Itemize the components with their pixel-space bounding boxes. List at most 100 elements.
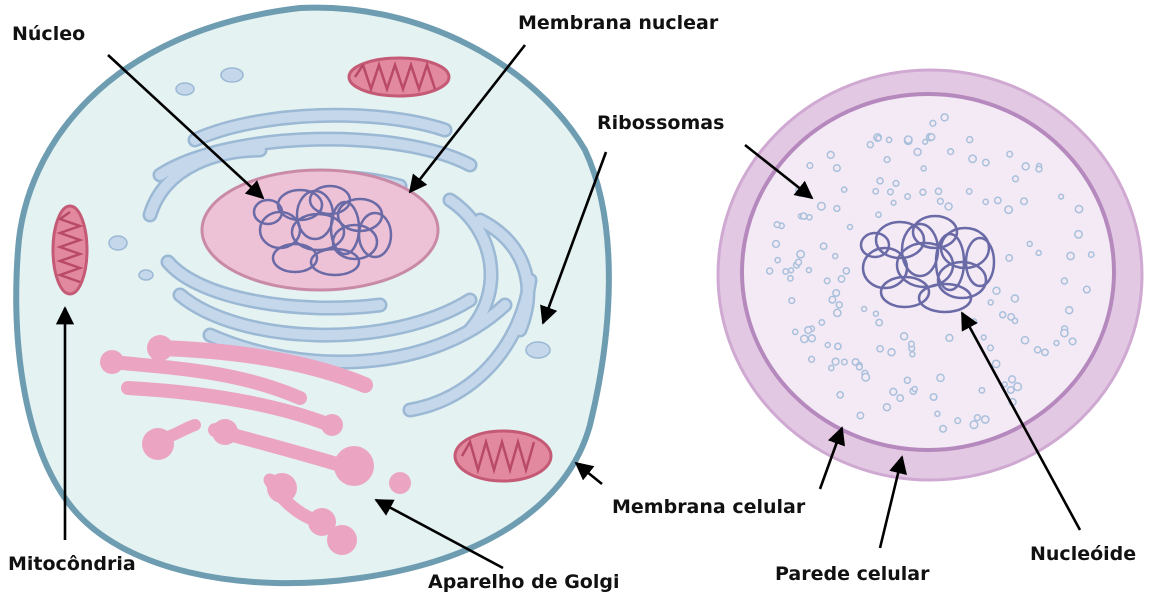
ribosome-dot xyxy=(983,159,989,165)
ribosome-dot xyxy=(829,296,836,303)
ribosome-dot xyxy=(967,189,972,194)
ribosome-dot xyxy=(842,359,848,365)
ribosome-dot xyxy=(935,411,940,416)
ribosome-dot xyxy=(857,412,863,418)
label-nucleo: Núcleo xyxy=(12,25,85,44)
ribosome-dot xyxy=(975,415,981,421)
ribosome-dot xyxy=(891,200,896,205)
ribosome-dot xyxy=(838,276,844,282)
ribosome-dot xyxy=(1022,163,1029,170)
ribosome-dot xyxy=(827,152,834,159)
ribosome-dot xyxy=(797,251,804,258)
ribosome-dot xyxy=(843,268,849,274)
ribosome-dot xyxy=(890,388,897,395)
ribosome-dot xyxy=(941,114,948,121)
ribosome-dot xyxy=(834,309,841,316)
ribosome-dot xyxy=(979,388,984,393)
ribosome-dot xyxy=(820,243,826,249)
ribosome-dot xyxy=(836,302,842,308)
mitochondrion-bottom xyxy=(455,431,551,481)
ribosome-dot xyxy=(921,166,926,171)
ribosome-dot xyxy=(834,165,841,172)
ribosome-dot xyxy=(835,343,841,349)
label-parede-celular: Parede celular xyxy=(775,565,930,584)
ribosome-dot xyxy=(876,319,882,325)
eukaryotic-cell xyxy=(16,8,609,584)
ribosome-dot xyxy=(1005,206,1012,213)
ribosome-dot xyxy=(1008,314,1014,320)
ribosome-dot xyxy=(1067,252,1074,259)
ribosome-dot xyxy=(1027,241,1032,246)
ribosome-dot xyxy=(971,319,976,324)
ribosome-dot xyxy=(955,418,961,424)
ribosome-dot xyxy=(1009,376,1016,383)
ribosome-dot xyxy=(877,346,883,352)
ribosome-dot xyxy=(806,268,811,273)
label-mitocondria: Mitocôndria xyxy=(8,555,136,574)
ribosome-dot xyxy=(1059,194,1064,199)
label-membrana-celular: Membrana celular xyxy=(612,498,805,517)
ribosome-dot xyxy=(783,269,788,274)
ribosome-dot xyxy=(905,136,912,143)
ribosome-dot xyxy=(1006,255,1012,261)
ribosome-dot xyxy=(819,320,824,325)
ribosome-dot xyxy=(988,345,994,351)
ribosome-dot xyxy=(995,197,1001,203)
ribosome-dot xyxy=(897,395,903,401)
label-ribossomas: Ribossomas xyxy=(597,114,724,133)
ribosome-dot xyxy=(888,349,895,356)
prokaryotic-cell xyxy=(718,70,1142,480)
ribosome-dot xyxy=(805,327,812,334)
ribosome-dot xyxy=(887,137,892,142)
ribosome-dot xyxy=(789,268,794,273)
ribosome-dot xyxy=(988,300,993,305)
ribosome-dot xyxy=(801,213,807,219)
ribosome-dot xyxy=(1035,347,1041,353)
ribosome-dot xyxy=(818,202,826,210)
ribosome-dot xyxy=(1036,166,1042,172)
ribosome-dot xyxy=(1014,383,1022,391)
ribosome-dot xyxy=(1013,176,1019,182)
label-aparelho-golgi: Aparelho de Golgi xyxy=(428,573,619,592)
ribosome-dot xyxy=(862,307,867,312)
ribosome-dot xyxy=(796,259,802,265)
label-membrana-nuclear: Membrana nuclear xyxy=(518,14,718,33)
ribosome-dot xyxy=(775,258,780,263)
ribosome-dot xyxy=(935,188,941,194)
ribosome-dot xyxy=(824,278,830,284)
ribosome-dot xyxy=(1036,250,1041,255)
ribosome-dot xyxy=(937,374,944,381)
ribosome-dot xyxy=(930,394,937,401)
ribosome-dot xyxy=(837,392,843,398)
ribosome-dot xyxy=(884,157,890,163)
ribosome-dot xyxy=(793,329,798,334)
nucleus xyxy=(202,170,438,290)
ribosome-dot xyxy=(857,364,863,370)
ribosome-dot xyxy=(773,241,780,248)
ribosome-dot xyxy=(901,333,908,340)
ribosome-dot xyxy=(920,189,926,195)
mitochondrion-top xyxy=(349,58,449,96)
ribosome-dot xyxy=(1021,198,1028,205)
ribosome-dot xyxy=(967,137,973,143)
ribosome-dot xyxy=(876,136,881,141)
ribosome-dot xyxy=(992,360,999,367)
ribosome-dot xyxy=(912,387,917,392)
ribosome-dot xyxy=(945,203,952,210)
ribosome-dot xyxy=(993,287,1000,294)
ribosome-dot xyxy=(904,377,910,383)
ribosome-dot xyxy=(809,335,816,342)
ribosome-dot xyxy=(1061,278,1067,284)
ribosome-dot xyxy=(789,298,795,304)
ribosome-dot xyxy=(873,311,878,316)
ribosome-dot xyxy=(825,343,830,348)
ribosome-dot xyxy=(930,120,936,126)
ribosome-dot xyxy=(829,365,834,370)
ribosome-dot xyxy=(842,187,847,192)
ribosome-dot xyxy=(877,178,883,184)
arrow-membrana-celular-eukaryote xyxy=(576,463,602,484)
ribosome-dot xyxy=(914,149,921,156)
ribosome-dot xyxy=(1075,231,1082,238)
ribosome-dot xyxy=(876,212,881,217)
